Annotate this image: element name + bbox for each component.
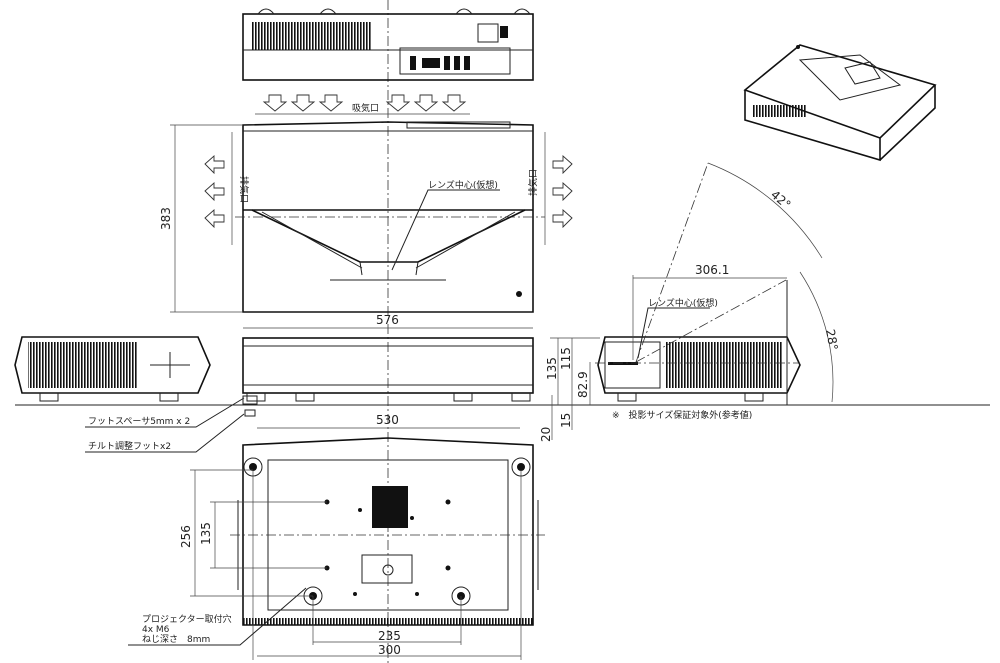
- foot-spacer-label: フットスペーサ5mm x 2: [88, 416, 190, 427]
- angle-upper: 42°: [768, 188, 793, 212]
- intake-arrows: [262, 94, 467, 112]
- intake-label: 吸気口: [352, 102, 379, 114]
- rear-view: [242, 8, 534, 81]
- dim-bottom-width: 530: [376, 413, 399, 427]
- left-side-view: [14, 336, 211, 402]
- mount-holes-label-1: プロジェクター取付穴: [142, 613, 232, 625]
- tilt-foot-label: チルト調整フットx2: [88, 440, 171, 452]
- mount-holes-label-2: 4x M6: [142, 625, 170, 635]
- dim-width: 576: [376, 313, 399, 327]
- dim-hole-depth: 135: [199, 522, 213, 545]
- exhaust-arrows: [204, 154, 573, 229]
- dim-hole-outer: 300: [378, 643, 401, 657]
- dim-lens-height: 82.9: [576, 371, 590, 398]
- dim-throw-offset: 306.1: [695, 263, 729, 277]
- dim-depth: 383: [159, 207, 173, 230]
- lens-center-side-label: レンズ中心(仮想): [648, 297, 718, 309]
- dim-foot-20: 20: [539, 427, 553, 442]
- isometric-view: [743, 44, 937, 162]
- top-view: [235, 121, 545, 313]
- exhaust-left-label: 排気口: [238, 176, 250, 203]
- right-side-view: [595, 162, 801, 402]
- dim-height: 135: [545, 357, 559, 380]
- dim-hole-inner: 235: [378, 629, 401, 643]
- exhaust-right-label: 排気口: [527, 169, 539, 196]
- dim-foot-15: 15: [559, 413, 573, 428]
- dim-bottom-depth: 256: [179, 525, 193, 548]
- angle-lower: 28°: [823, 328, 840, 351]
- lens-center-top-label: レンズ中心(仮想): [428, 179, 498, 191]
- dim-height-no-feet: 115: [559, 347, 573, 370]
- note-label: ※ 投影サイズ保証対象外(参考値): [612, 409, 752, 421]
- mount-holes-label-3: ねじ深さ 8mm: [142, 634, 210, 645]
- front-view: [242, 337, 534, 402]
